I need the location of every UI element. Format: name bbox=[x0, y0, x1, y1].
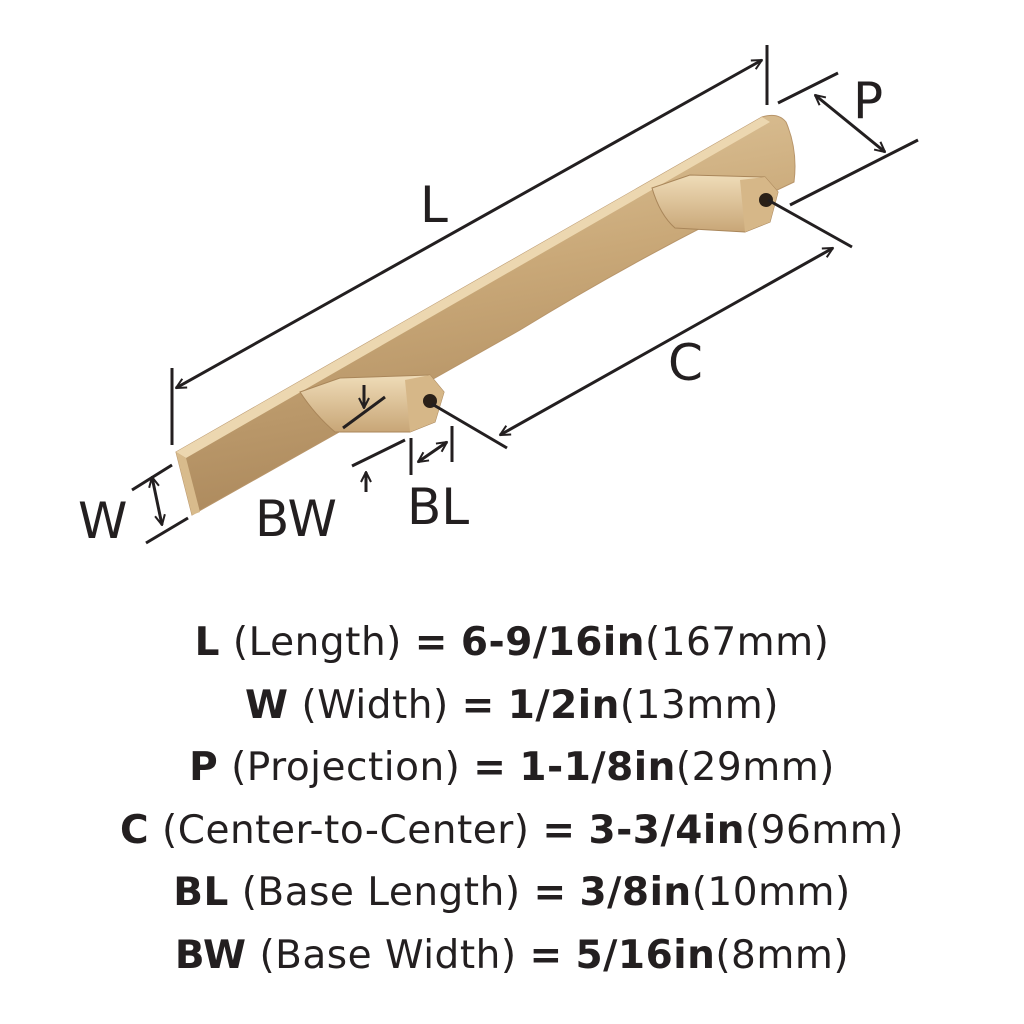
spec-desc: (Length) bbox=[232, 620, 402, 665]
spec-metric: (96mm) bbox=[744, 807, 905, 853]
spec-row-l: L (Length) = 6-9/16in(167mm) bbox=[0, 612, 1024, 675]
projection-extension-top bbox=[777, 71, 839, 105]
handle-end-face bbox=[176, 452, 200, 515]
spec-metric: (29mm) bbox=[675, 745, 835, 790]
spec-key: W bbox=[245, 682, 289, 728]
center-extension-left bbox=[431, 402, 508, 450]
spec-value: 3-3/4in bbox=[588, 807, 745, 853]
base-width-extension-top bbox=[342, 395, 386, 430]
width-arrow bbox=[152, 477, 162, 525]
spec-value: 3/8in bbox=[579, 870, 692, 915]
projection-label: P bbox=[853, 72, 883, 130]
base-width-label: BW bbox=[255, 490, 337, 548]
spec-desc: (Center-to-Center) bbox=[162, 807, 530, 853]
spec-eq: = bbox=[542, 807, 576, 853]
length-label: L bbox=[420, 176, 448, 234]
dimension-lines bbox=[131, 45, 919, 545]
spec-key: C bbox=[119, 807, 150, 853]
spec-metric: (167mm) bbox=[644, 620, 830, 665]
spec-desc: (Projection) bbox=[231, 745, 461, 790]
spec-eq: = bbox=[414, 620, 448, 665]
base-width-extension-bottom bbox=[351, 438, 406, 468]
spec-value: 6-9/16in bbox=[460, 620, 645, 665]
specifications-list: L (Length) = 6-9/16in(167mm)W (Width) = … bbox=[0, 612, 1024, 987]
handle-dimension-diagram: L P C W BW BL bbox=[78, 45, 919, 550]
projection-extension-bottom bbox=[789, 138, 919, 207]
spec-value: 5/16in bbox=[575, 932, 716, 978]
cabinet-pull-handle bbox=[175, 114, 796, 516]
spec-row-bl: BL (Base Length) = 3/8in(10mm) bbox=[0, 862, 1024, 925]
spec-eq: = bbox=[473, 745, 507, 790]
width-extension-bottom bbox=[145, 516, 189, 545]
spec-row-bw: BW (Base Width) = 5/16in(8mm) bbox=[0, 925, 1024, 988]
spec-key: BL bbox=[173, 870, 229, 915]
spec-row-p: P (Projection) = 1-1/8in(29mm) bbox=[0, 737, 1024, 800]
spec-metric: (10mm) bbox=[691, 870, 851, 915]
spec-desc: (Base Width) bbox=[259, 932, 517, 978]
spec-desc: (Base Length) bbox=[241, 870, 521, 915]
spec-value: 1-1/8in bbox=[519, 745, 676, 790]
base-length-arrow bbox=[418, 442, 447, 462]
handle-top-face bbox=[176, 117, 770, 458]
spec-key: P bbox=[189, 745, 219, 790]
base-length-label: BL bbox=[407, 478, 469, 536]
spec-metric: (8mm) bbox=[715, 932, 850, 978]
spec-value: 1/2in bbox=[507, 682, 620, 728]
spec-row-w: W (Width) = 1/2in(13mm) bbox=[0, 675, 1024, 738]
width-label: W bbox=[78, 492, 127, 550]
center-extension-right bbox=[767, 198, 853, 249]
center-arrow bbox=[500, 246, 833, 437]
projection-arrow bbox=[815, 95, 885, 152]
spec-eq: = bbox=[461, 682, 495, 728]
spec-desc: (Width) bbox=[301, 682, 449, 728]
spec-metric: (13mm) bbox=[619, 682, 779, 728]
spec-eq: = bbox=[533, 870, 567, 915]
spec-key: L bbox=[194, 620, 221, 665]
spec-eq: = bbox=[529, 932, 563, 978]
length-arrow bbox=[176, 58, 762, 390]
center-label: C bbox=[668, 334, 703, 392]
spec-row-c: C (Center-to-Center) = 3-3/4in(96mm) bbox=[0, 800, 1024, 863]
spec-key: BW bbox=[174, 932, 247, 978]
